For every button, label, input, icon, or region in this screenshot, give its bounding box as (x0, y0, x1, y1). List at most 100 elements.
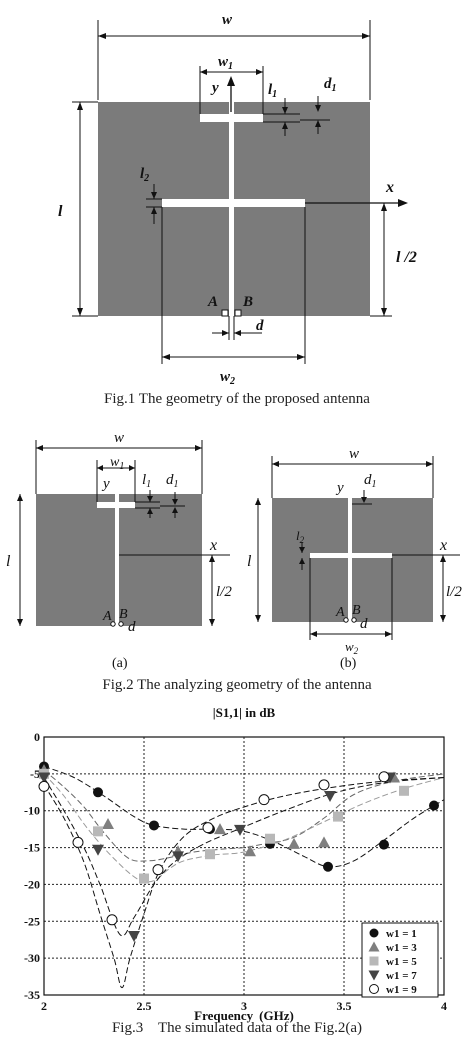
series-marker (378, 771, 390, 783)
l1-head-bottom (282, 122, 288, 129)
d1-head-top (315, 105, 321, 112)
y-arrow-head (227, 76, 235, 86)
a-label-l1: l1 (142, 472, 151, 490)
figure-1-antenna-geometry: w w1 y l1 d1 l2 x l l /2 A B (58, 12, 417, 387)
x-arrow-head (398, 199, 408, 207)
y-tick-label: -10 (24, 804, 40, 818)
a-feed-b (118, 621, 124, 627)
a-lhalf-head-t (209, 555, 215, 562)
series-marker (93, 826, 103, 837)
b-label-d: d (360, 616, 368, 632)
figure-3-caption: Fig.3 The simulated data of the Fig.2(a) (111, 1020, 363, 1036)
a-label-l: l (6, 553, 11, 570)
series-marker (149, 820, 159, 831)
feed-point-b (234, 309, 242, 317)
label-l2: l2 (140, 166, 149, 184)
y-tick-label: -35 (24, 988, 40, 1002)
series-marker (323, 861, 333, 872)
a-label-d1: d1 (166, 472, 179, 490)
plot-frame (43, 736, 445, 996)
a-d1-head-b (172, 507, 178, 513)
b-feed-b (351, 617, 357, 623)
series-marker (368, 941, 380, 952)
a-label-lhalf: l/2 (216, 584, 232, 600)
a-label-b: B (119, 607, 128, 622)
series-line (43, 777, 445, 937)
series-marker (333, 811, 343, 822)
label-w2: w2 (220, 369, 235, 387)
label-l1: l1 (268, 82, 277, 100)
w-arrow-left (98, 33, 106, 39)
series-marker (38, 772, 50, 784)
series-marker (38, 780, 50, 792)
b-w-head-l (272, 461, 279, 467)
legend-label: w1 = 5 (386, 956, 417, 968)
series-line (43, 777, 445, 989)
b-w2-head-r (385, 631, 392, 637)
label-w: w (222, 12, 233, 28)
series-line (43, 773, 445, 883)
b-label-d1: d1 (364, 472, 377, 490)
series-marker (102, 817, 114, 829)
l-arrow-top (77, 102, 83, 110)
series-marker (202, 822, 214, 834)
label-d: d (256, 318, 264, 334)
label-a: A (207, 294, 218, 310)
x-tick-label: 3 (241, 999, 247, 1013)
b-label-b: B (352, 603, 361, 618)
lhalf-arrow-bottom (381, 308, 387, 316)
lower-strip (162, 199, 305, 207)
series-marker (258, 794, 270, 806)
a-w-head-r (195, 445, 202, 451)
series-marker (265, 833, 275, 844)
series-line (43, 769, 445, 862)
feed-slot-b (348, 496, 352, 622)
b-lhalf-head-t (440, 555, 446, 562)
series-marker (369, 928, 379, 938)
figure-1-caption: Fig.1 The geometry of the proposed anten… (104, 391, 370, 407)
series-marker (318, 836, 330, 848)
series-marker (368, 970, 380, 981)
sub-label-b: (b) (340, 656, 357, 670)
legend-label: w1 = 7 (386, 970, 417, 982)
legend-label: w1 = 3 (386, 942, 417, 954)
series-marker (379, 839, 389, 850)
a-l-head-b (17, 619, 23, 626)
b-lhalf-head-b (440, 615, 446, 622)
a-w1-head-r (129, 465, 135, 471)
a-feed-a (110, 621, 116, 627)
y-tick-label: -5 (30, 767, 40, 781)
y-tick-label: -15 (24, 841, 40, 855)
label-d1: d1 (324, 76, 337, 94)
b-l-head-t (255, 498, 261, 505)
series-marker (399, 785, 409, 796)
b-label-lhalf: l/2 (446, 584, 462, 600)
l1-head-top (282, 107, 288, 114)
series-marker (288, 837, 300, 849)
label-b: B (242, 294, 253, 310)
series-marker (72, 836, 84, 848)
a-label-d: d (128, 619, 136, 635)
feed-slot-a (115, 490, 119, 626)
x-axis-label: Frequency(GHz) (194, 1008, 294, 1023)
b-label-w: w (349, 446, 359, 462)
a-label-y: y (101, 476, 110, 492)
w-arrow-right (362, 33, 370, 39)
b-label-x: x (439, 537, 447, 554)
sub-label-a: (a) (112, 656, 128, 670)
series-marker (429, 800, 439, 811)
l2-head-bottom (151, 207, 157, 214)
l-arrow-bottom (77, 308, 83, 316)
label-l-half: l /2 (396, 249, 417, 266)
b-l2-head-t (299, 547, 305, 553)
y-tick-label: -30 (24, 951, 40, 965)
a-w-head-l (36, 445, 43, 451)
feed-point-a (221, 309, 229, 317)
label-w1: w1 (218, 54, 233, 72)
b-label-y: y (335, 480, 344, 496)
y-tick-label: 0 (34, 730, 40, 744)
a-label-w1: w1 (110, 455, 124, 472)
b-l-head-b (255, 615, 261, 622)
